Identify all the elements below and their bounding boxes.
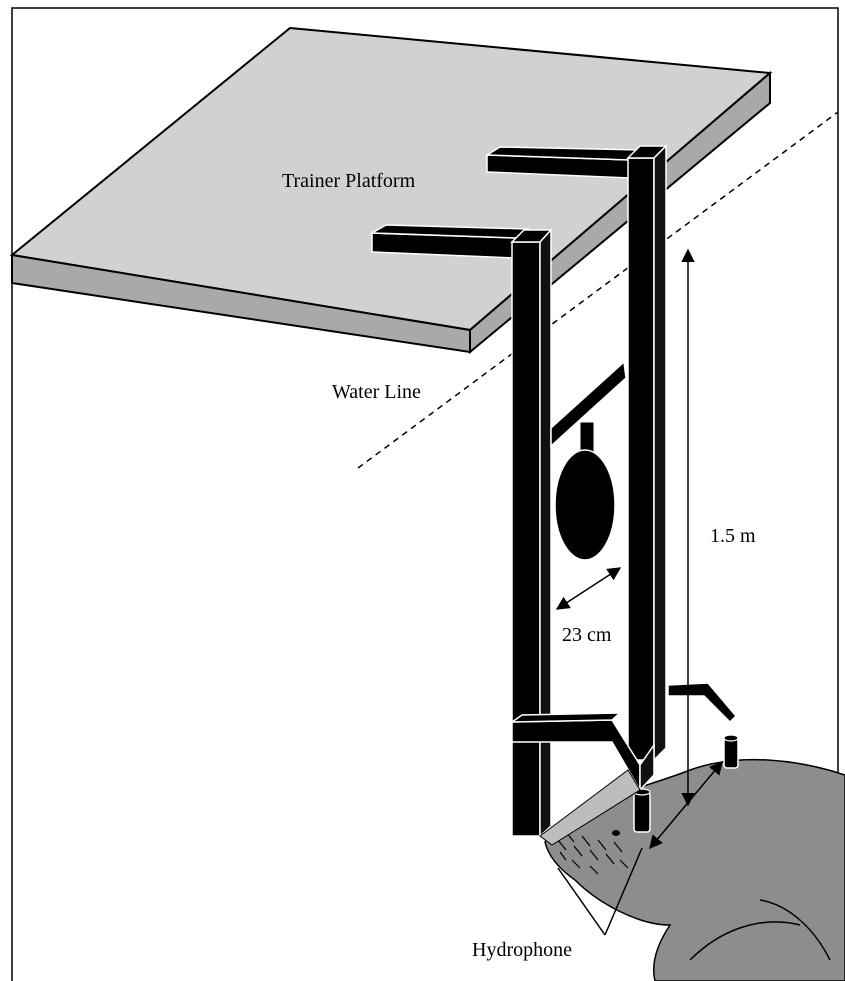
hydrophone-far-top	[723, 734, 739, 742]
left-vertical-post	[511, 241, 541, 837]
right-vertical-post	[627, 157, 655, 761]
water-line	[357, 111, 839, 469]
animal-head	[544, 758, 845, 981]
animal-body	[544, 758, 845, 981]
animal-whiskers	[557, 831, 629, 875]
right-post-side	[653, 144, 667, 762]
animal-nostril	[612, 830, 620, 836]
hydrophone-far	[723, 737, 739, 769]
far-arm	[667, 682, 738, 724]
width-dimension-arrow	[555, 567, 622, 610]
crossbar	[550, 360, 627, 448]
hydrophone-pointer-2	[557, 867, 606, 936]
label-trainer-platform: Trainer Platform	[282, 170, 416, 192]
apparatus	[369, 144, 739, 838]
label-water-line: Water Line	[332, 381, 421, 403]
target-ellipse	[554, 449, 616, 561]
base-strip	[539, 769, 641, 846]
label-hydrophone: Hydrophone	[472, 939, 572, 961]
label-width: 23 cm	[562, 624, 612, 646]
lower-arm-top	[509, 712, 623, 723]
label-height: 1.5 m	[710, 525, 756, 547]
left-top-arm-top	[369, 224, 531, 239]
platform-front-side	[11, 253, 471, 354]
figure-border	[11, 7, 839, 981]
hydrophone-near	[633, 791, 651, 833]
hydrophone-pointer-1	[604, 847, 643, 936]
hydrophone-separation-arrow	[649, 760, 723, 850]
animal-contour-line-1	[689, 921, 801, 961]
animal-contour-line-2	[759, 899, 831, 961]
left-post-side	[539, 228, 552, 838]
